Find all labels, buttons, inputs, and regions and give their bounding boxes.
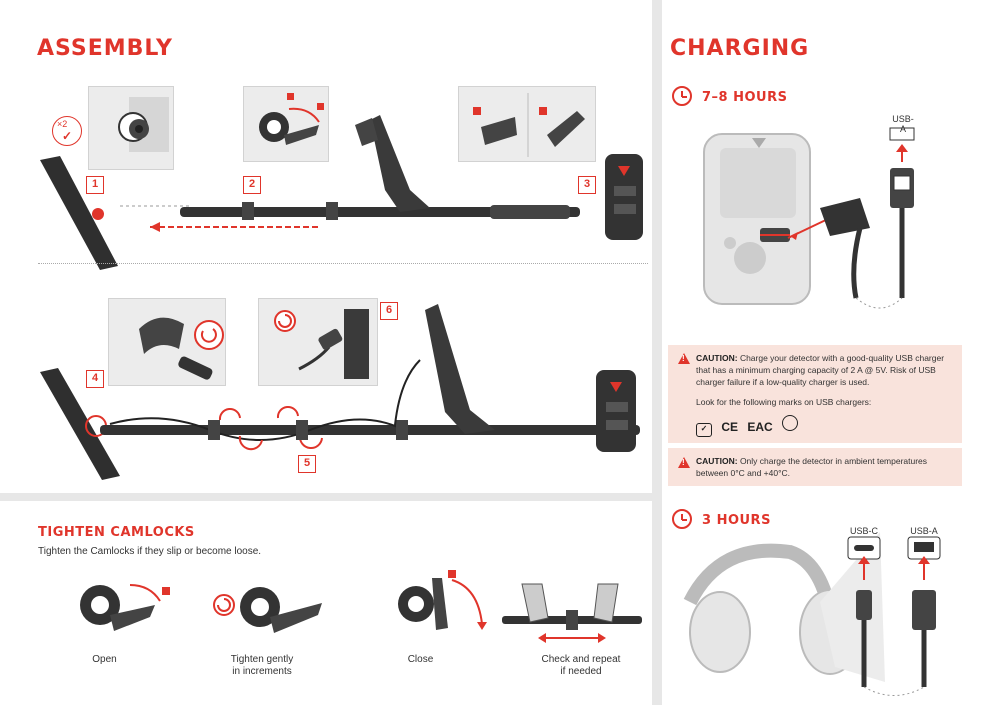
warning-icon: ! (678, 353, 690, 364)
caution-temperature: ! CAUTION: Only charge the detector in a… (668, 448, 962, 486)
warning-icon: ! (678, 457, 690, 468)
step-5-badge: 5 (298, 455, 316, 473)
caption-check-line-1: Check and repeat (541, 654, 621, 665)
clock-icon (672, 86, 692, 106)
armrest-lock-inset (458, 86, 596, 162)
caution-usb-charger: ! CAUTION: Charge your detector with a g… (668, 345, 962, 443)
step-6-badge: 6 (380, 302, 398, 320)
caution-usb-text: CAUTION: Charge your detector with a goo… (696, 352, 948, 388)
charging-title: CHARGING (670, 36, 810, 61)
eac-mark: EAC (747, 420, 773, 434)
usb-c-label: USB-C (849, 526, 878, 536)
armrest-lock-illustration (473, 93, 585, 157)
usb-a-label-bottom: USB-A (910, 526, 938, 536)
caution-usb-label: CAUTION: (696, 353, 738, 363)
camlocks-title: TIGHTEN CAMLOCKS (38, 525, 195, 540)
clock-icon (672, 509, 692, 529)
etl-mark-icon (782, 415, 799, 431)
washer-count: ×2 (57, 119, 68, 129)
headphone-charging-illustration (683, 532, 941, 696)
detector-assembly-row-1 (40, 115, 643, 270)
caution-usb-body: Charge your detector with a good-quality… (696, 353, 945, 387)
row-separator (38, 263, 648, 264)
coil-bolt-illustration (118, 97, 169, 152)
camlock-check-illustration (502, 583, 642, 643)
horizontal-divider (0, 493, 652, 501)
caption-check: Check and repeat if needed (526, 654, 636, 678)
coil-bolt-inset (88, 86, 174, 170)
caption-tighten: Tighten gently in increments (222, 654, 302, 678)
headphone-charge-time: 3 HOURS (702, 513, 771, 528)
check-icon: ✓ (62, 129, 73, 143)
camlock-close-illustration (398, 570, 487, 630)
connector-illustration (274, 309, 369, 379)
step-2-badge: 2 (243, 176, 261, 194)
step-3-badge: 3 (578, 176, 596, 194)
rcm-mark-icon: ✓ (696, 423, 712, 437)
camlock-open-illustration (80, 584, 170, 631)
camlock-tighten-illustration (213, 587, 322, 633)
vertical-divider (652, 0, 662, 705)
caption-tighten-line-2: in increments (232, 666, 292, 677)
caption-close: Close (407, 654, 434, 665)
detector-assembly-row-2 (40, 304, 640, 480)
caution-temp-text: CAUTION: Only charge the detector in amb… (696, 455, 954, 479)
headphone-cable-inset (258, 298, 378, 386)
caution-temp-body: Only charge the detector in ambient temp… (696, 456, 928, 478)
camlocks-subtitle: Tighten the Camlocks if they slip or bec… (38, 546, 262, 557)
caution-temp-label: CAUTION: (696, 456, 738, 466)
cable-fastener-illustration (139, 317, 224, 380)
step-4-badge: 4 (86, 370, 104, 388)
cable-fastener-inset (108, 298, 226, 386)
two-washers-badge: ×2 ✓ (52, 116, 82, 146)
ce-mark: CE (721, 420, 739, 434)
caution-marks-intro: Look for the following marks on USB char… (696, 397, 872, 407)
caption-open: Open (92, 654, 117, 665)
step-1-badge: 1 (86, 176, 104, 194)
assembly-title: ASSEMBLY (37, 36, 173, 61)
usb-a-label-top: USB-A (892, 114, 914, 134)
detector-charging-illustration (703, 127, 915, 309)
caption-tighten-line-1: Tighten gently (230, 654, 294, 665)
detector-charge-time: 7–8 HOURS (702, 90, 788, 105)
charger-marks: ✓ CE EAC (696, 415, 799, 437)
caption-check-line-2: if needed (560, 666, 602, 677)
camlock-inset (243, 86, 329, 162)
camlock-illustration (259, 93, 324, 145)
